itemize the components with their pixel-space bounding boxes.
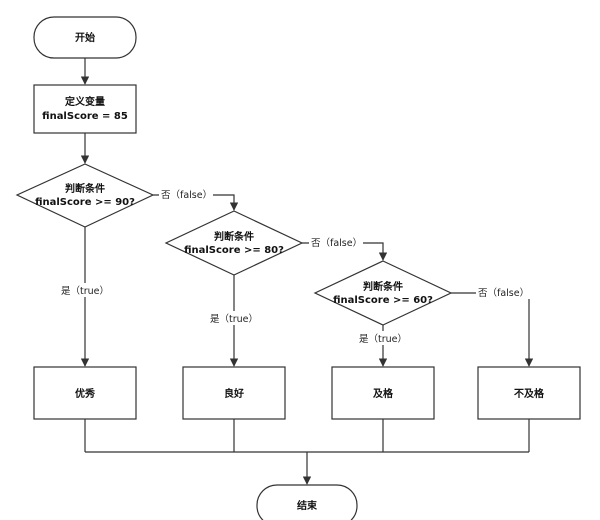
result-pass-node: 及格 xyxy=(331,366,435,420)
define-label-line2: finalScore = 85 xyxy=(42,111,128,122)
label-cond80-false: 否（false） xyxy=(311,237,362,249)
decision-60-line1: 判断条件 xyxy=(363,280,403,293)
label-cond60-false: 否（false） xyxy=(478,287,529,299)
result-fail-label: 不及格 xyxy=(514,387,545,400)
end-label: 结束 xyxy=(297,499,318,512)
start-label: 开始 xyxy=(75,31,95,44)
end-node: 结束 xyxy=(256,484,358,520)
connectors xyxy=(80,58,534,485)
decision-90-node: 判断条件 finalScore >= 90? xyxy=(15,163,155,228)
define-label-line1: 定义变量 xyxy=(65,95,105,108)
label-cond90-false: 否（false） xyxy=(161,189,212,201)
result-excellent-node: 优秀 xyxy=(33,366,137,420)
decision-90-line1: 判断条件 xyxy=(65,182,105,195)
result-pass-label: 及格 xyxy=(373,387,394,400)
result-fail-node: 不及格 xyxy=(477,366,581,420)
label-cond60-true: 是（true） xyxy=(359,333,407,345)
decision-80-node: 判断条件 finalScore >= 80? xyxy=(164,210,304,276)
decision-60-line2: finalScore >= 60? xyxy=(333,295,433,306)
result-excellent-label: 优秀 xyxy=(75,387,95,400)
define-variable-node: 定义变量 finalScore = 85 xyxy=(33,84,137,134)
edge-labels: 否（false） 是（true） 否（false） 是（true） 否（fals… xyxy=(55,187,530,345)
start-node: 开始 xyxy=(33,16,137,59)
result-good-node: 良好 xyxy=(182,366,286,420)
label-cond90-true: 是（true） xyxy=(61,285,109,297)
decision-80-line2: finalScore >= 80? xyxy=(184,245,284,256)
result-good-label: 良好 xyxy=(224,387,244,400)
decision-80-line1: 判断条件 xyxy=(214,230,254,243)
decision-90-line2: finalScore >= 90? xyxy=(35,197,135,208)
label-cond80-true: 是（true） xyxy=(210,313,258,325)
decision-60-node: 判断条件 finalScore >= 60? xyxy=(313,260,453,326)
edge-cond60-false xyxy=(451,292,534,367)
